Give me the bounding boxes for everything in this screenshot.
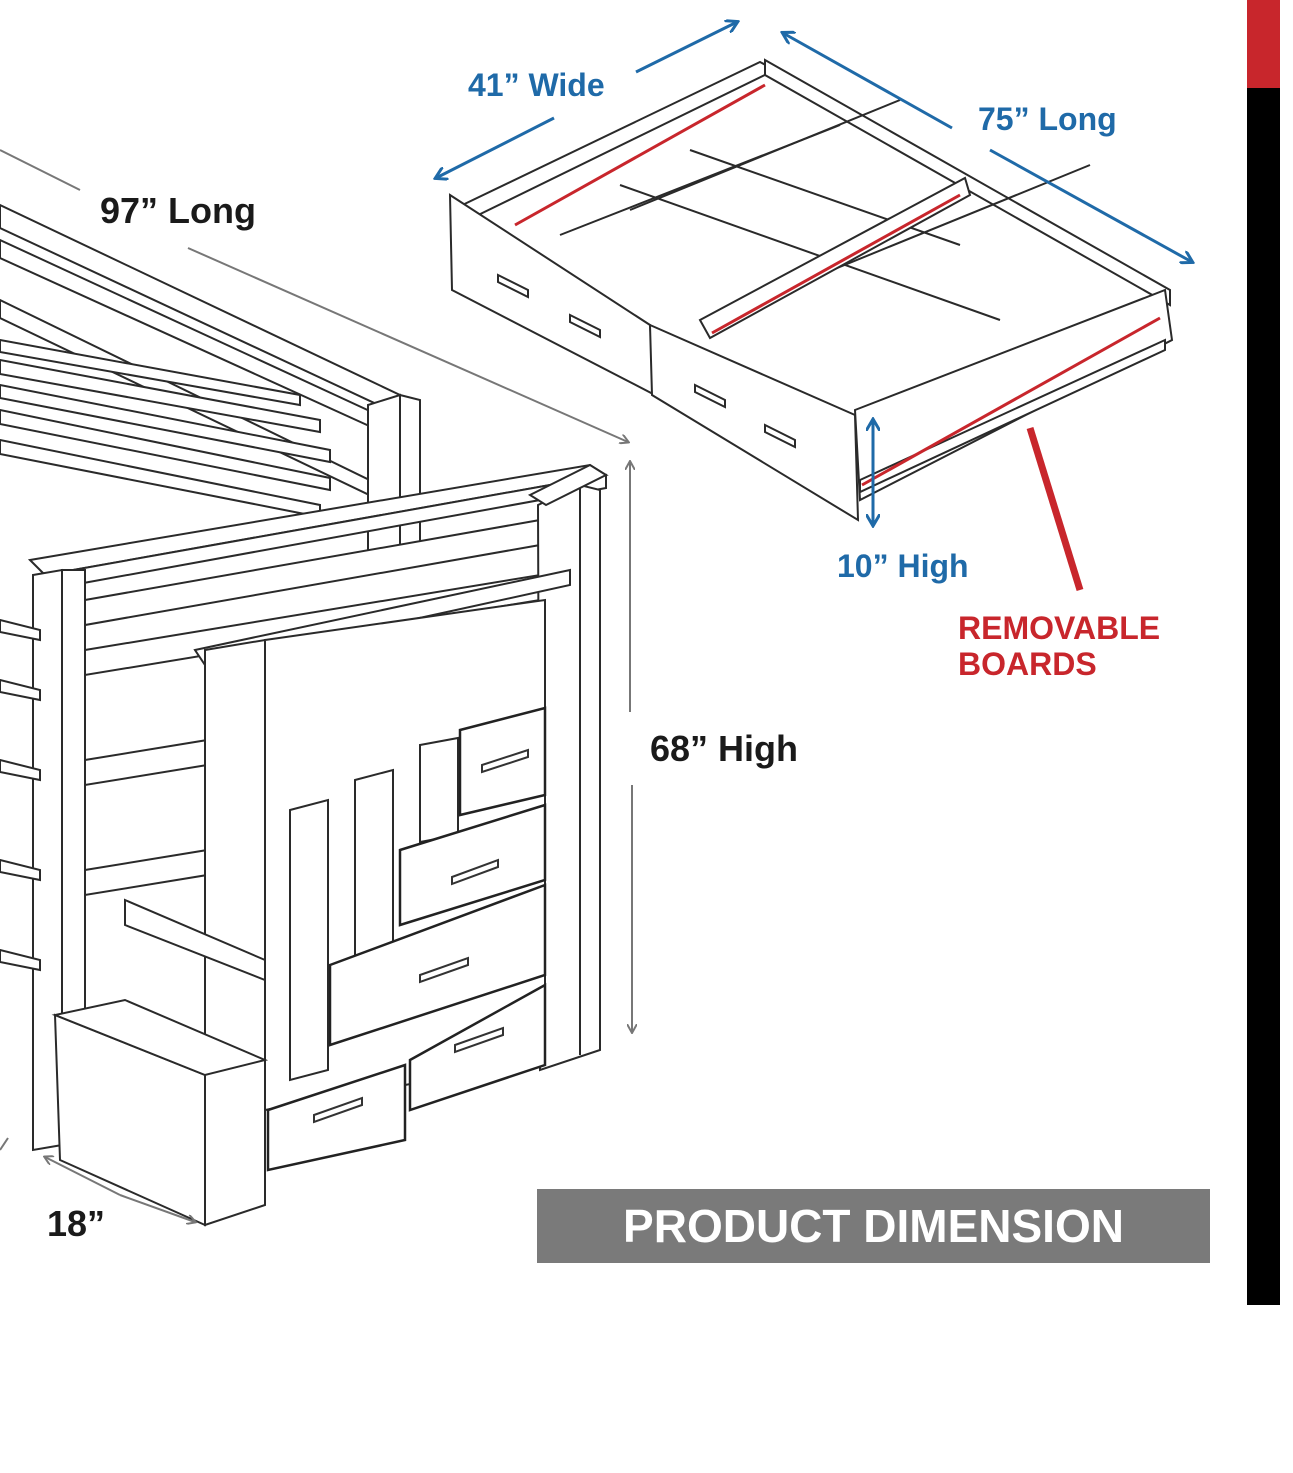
removable-boards-label: REMOVABLE BOARDS xyxy=(958,610,1160,682)
removable-board-markers xyxy=(514,83,1161,592)
stair-depth-label: 18” xyxy=(47,1203,106,1244)
trundle-width-arrow xyxy=(635,22,737,74)
trundle-length-label: 75” Long xyxy=(978,101,1117,137)
trundle-length-arrow xyxy=(783,33,953,130)
side-decor-accent xyxy=(1247,0,1280,88)
bed-dimension-lines xyxy=(0,149,632,1222)
product-dimension-banner: PRODUCT DIMENSION xyxy=(537,1189,1210,1263)
bed-height-label: 68” High xyxy=(650,728,799,769)
stair-depth-arrow xyxy=(45,1157,121,1196)
trundle-length-arrow xyxy=(989,148,1192,262)
removable-pointer-line xyxy=(1026,426,1084,592)
side-decor-bar xyxy=(1247,0,1280,1305)
trundle-dimension-lines xyxy=(436,22,1192,525)
trundle-width-label: 41” Wide xyxy=(468,67,605,103)
stair-depth-arrow xyxy=(119,1194,195,1222)
removable-line-1: REMOVABLE xyxy=(958,610,1161,646)
banner-text: PRODUCT DIMENSION xyxy=(623,1200,1124,1252)
trundle-height-label: 10” High xyxy=(837,548,969,584)
trundle-drawing xyxy=(448,58,1174,522)
bed-length-label: 97” Long xyxy=(100,190,257,231)
bed-length-arrow xyxy=(187,247,628,442)
trundle-width-arrow xyxy=(436,116,555,178)
bunk-bed-drawing xyxy=(0,203,609,1227)
bed-length-arrow xyxy=(0,149,81,191)
removable-line-2: BOARDS xyxy=(958,646,1097,682)
